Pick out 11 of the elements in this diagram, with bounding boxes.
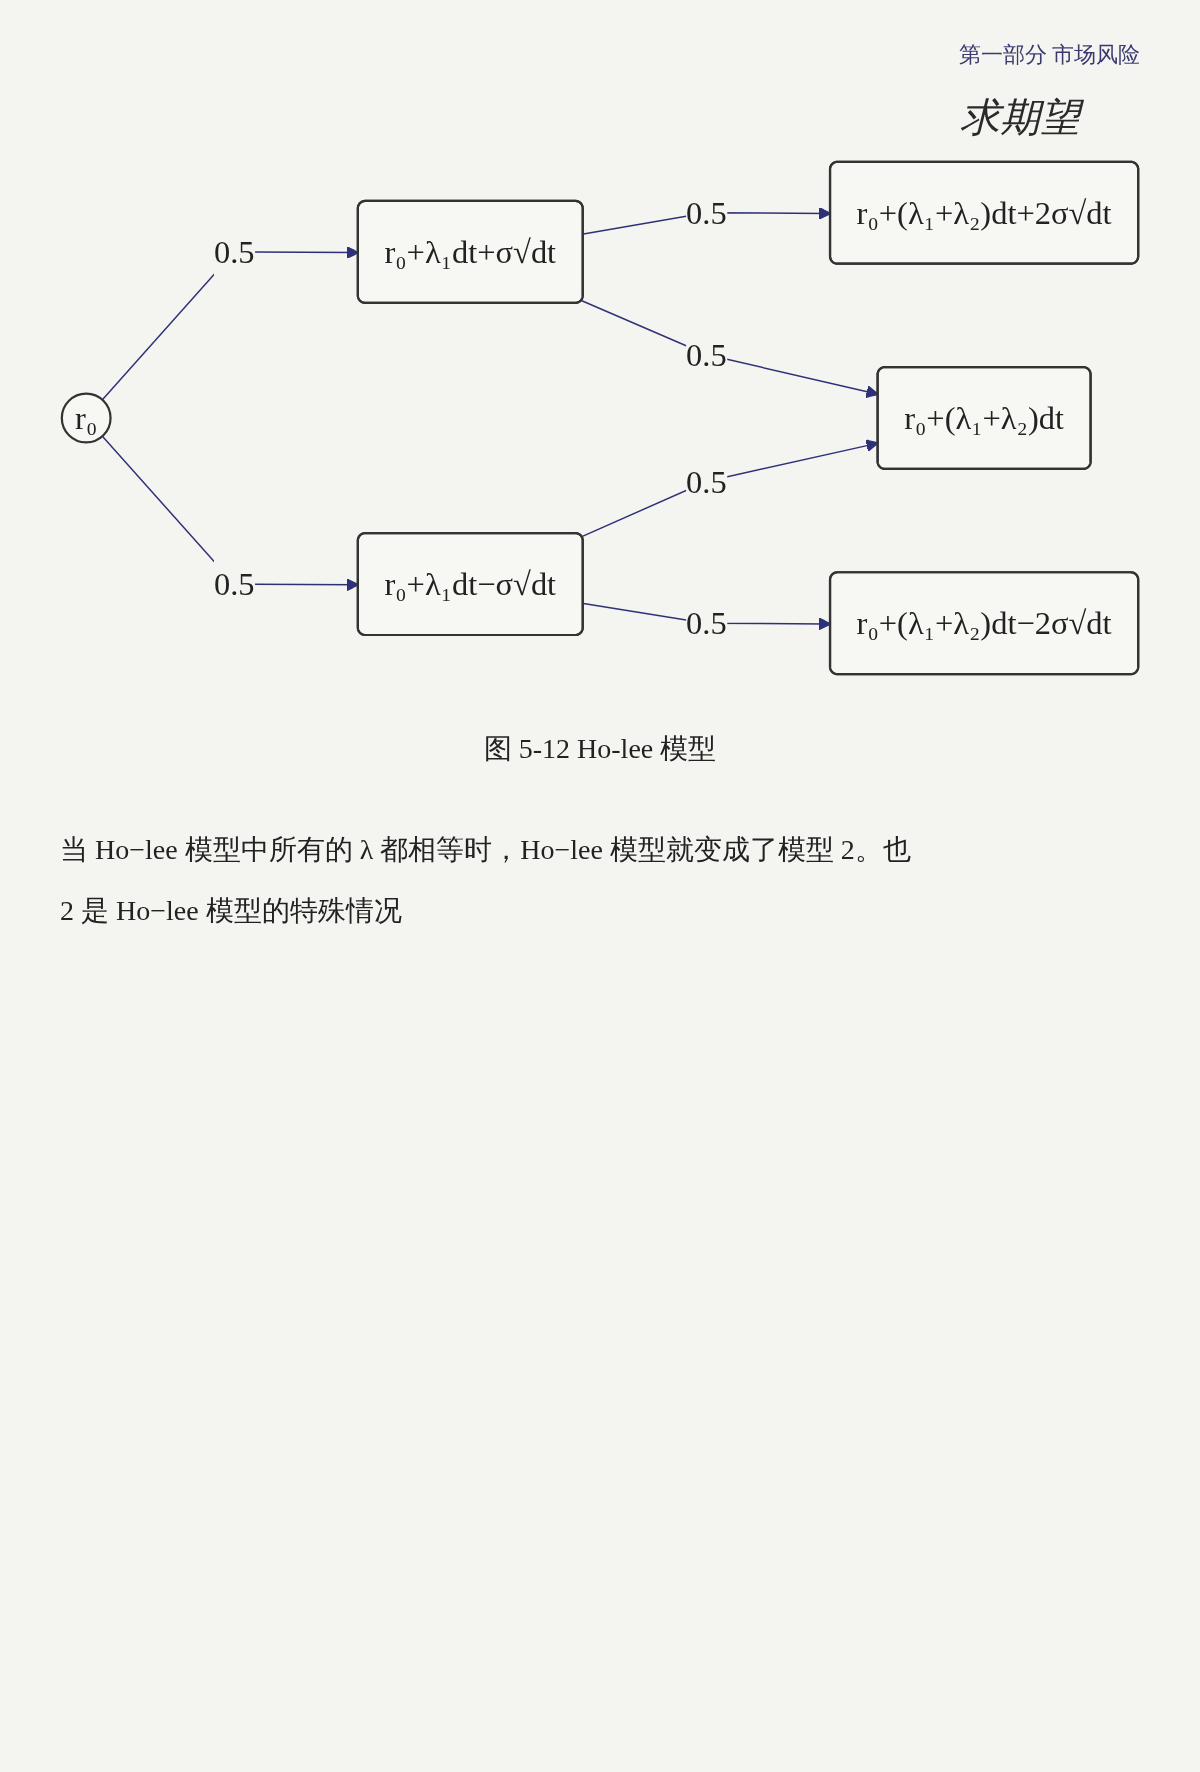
edge-label: 0.5 <box>686 604 727 642</box>
edge-label: 0.5 <box>686 194 727 232</box>
body-text: 2 是 Ho−lee 模型的特殊情况 <box>60 893 403 928</box>
edge-label: 0.5 <box>213 565 255 603</box>
body-text: 当 Ho−lee 模型中所有的 λ 都相等时，Ho−lee 模型就变成了模型 2。也 <box>60 832 912 867</box>
header-text: 第一部分 市场风险 <box>958 41 1140 69</box>
figure-caption: 图 5-12 Ho-lee 模型 <box>482 731 718 766</box>
edge-label: 0.5 <box>213 233 255 271</box>
node-circle: r₀ <box>60 392 112 444</box>
edge-label: 0.5 <box>686 336 727 373</box>
edge-label: 0.5 <box>686 463 727 500</box>
